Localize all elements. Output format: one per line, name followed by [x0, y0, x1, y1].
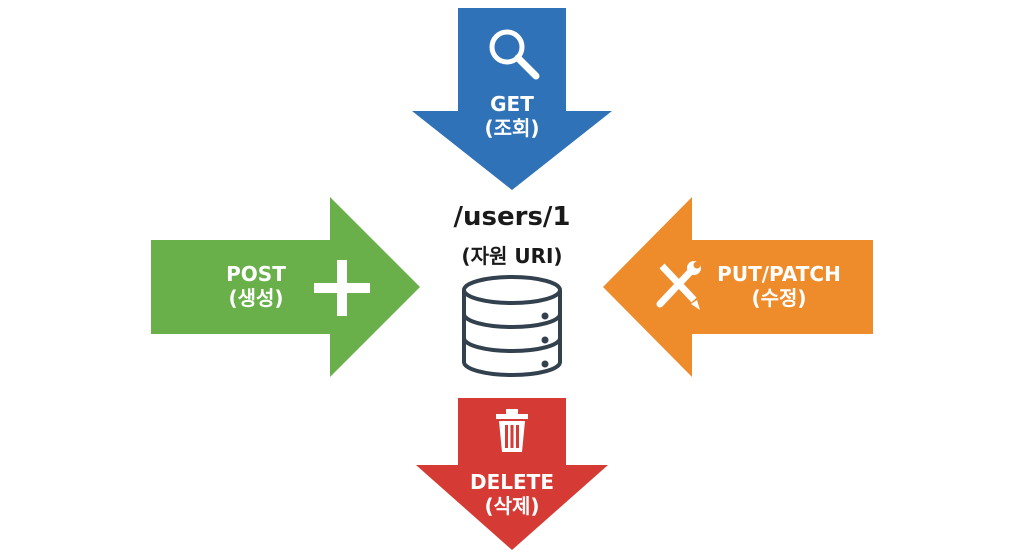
- put-arrow: [603, 197, 873, 377]
- put-label: PUT/PATCH (수정): [704, 262, 854, 310]
- put-action: (수정): [751, 286, 807, 310]
- post-arrow: [151, 197, 420, 377]
- put-method: PUT/PATCH: [717, 262, 841, 286]
- delete-label: DELETE (삭제): [452, 470, 572, 518]
- get-label: GET (조회): [452, 92, 572, 140]
- trash-icon: [496, 409, 528, 452]
- delete-method: DELETE: [470, 470, 554, 494]
- delete-arrow: [416, 398, 608, 550]
- get-action: (조회): [484, 116, 540, 140]
- wrench-pencil-icon: [656, 261, 701, 310]
- resource-caption: (자원 URI): [461, 244, 563, 268]
- delete-action: (삭제): [484, 494, 540, 518]
- plus-icon: [314, 260, 370, 316]
- get-arrow: [412, 8, 612, 190]
- magnifier-icon: [489, 29, 540, 80]
- get-method: GET: [490, 92, 534, 116]
- database-icon: [462, 275, 562, 377]
- post-action: (생성): [228, 286, 284, 310]
- post-method: POST: [226, 262, 286, 286]
- resource-uri: /users/1: [453, 202, 571, 232]
- post-label: POST (생성): [208, 262, 304, 310]
